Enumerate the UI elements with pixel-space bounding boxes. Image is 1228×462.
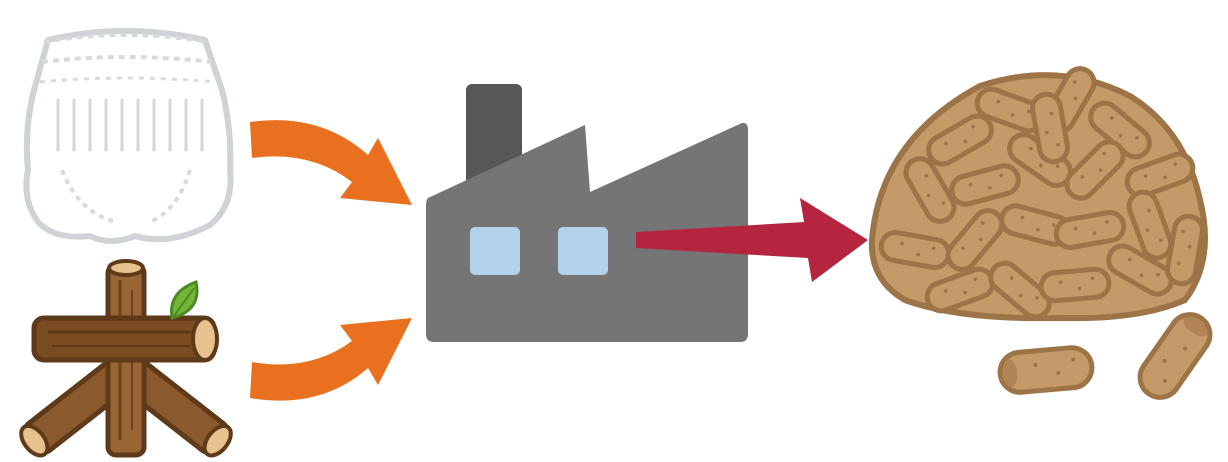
firewood-icon (16, 261, 236, 460)
factory-window (470, 227, 520, 275)
factory-window (558, 227, 608, 275)
arrow-diaper-to-factory (250, 120, 412, 205)
wood-pellets-icon (872, 64, 1205, 323)
arrow-firewood-to-factory (250, 318, 412, 401)
pellet (1040, 268, 1110, 302)
loose-pellet (998, 346, 1093, 394)
loose-pellet (1132, 307, 1218, 405)
factory-icon (426, 84, 748, 342)
diaper-icon (26, 31, 230, 241)
